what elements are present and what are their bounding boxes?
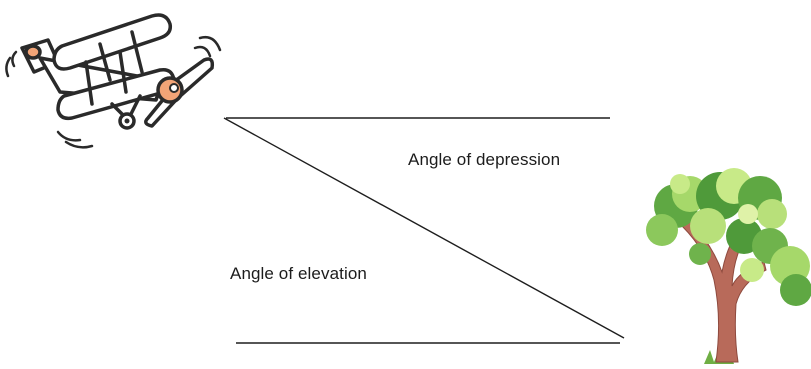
angle-of-depression-label: Angle of depression: [408, 150, 561, 169]
angle-of-elevation-label: Angle of elevation: [230, 264, 367, 283]
tree-icon: [646, 168, 811, 364]
line-of-sight: [223, 117, 625, 339]
biplane-icon: [5, 13, 222, 149]
